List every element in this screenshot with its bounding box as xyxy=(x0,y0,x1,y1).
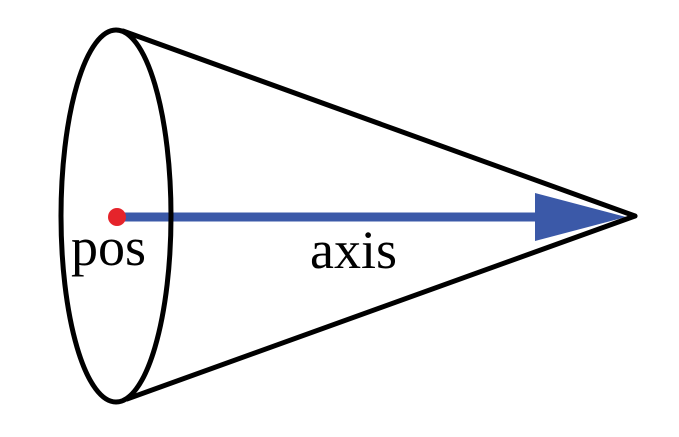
axis-label: axis xyxy=(310,220,397,280)
cone-base-ellipse xyxy=(58,27,174,405)
cone-upper-edge xyxy=(120,28,638,219)
position-label: pos xyxy=(71,217,146,277)
axis-arrow xyxy=(121,193,626,241)
cone-lower-edge xyxy=(124,213,638,402)
axis-arrowhead-icon xyxy=(535,193,626,241)
position-dot xyxy=(108,208,126,226)
